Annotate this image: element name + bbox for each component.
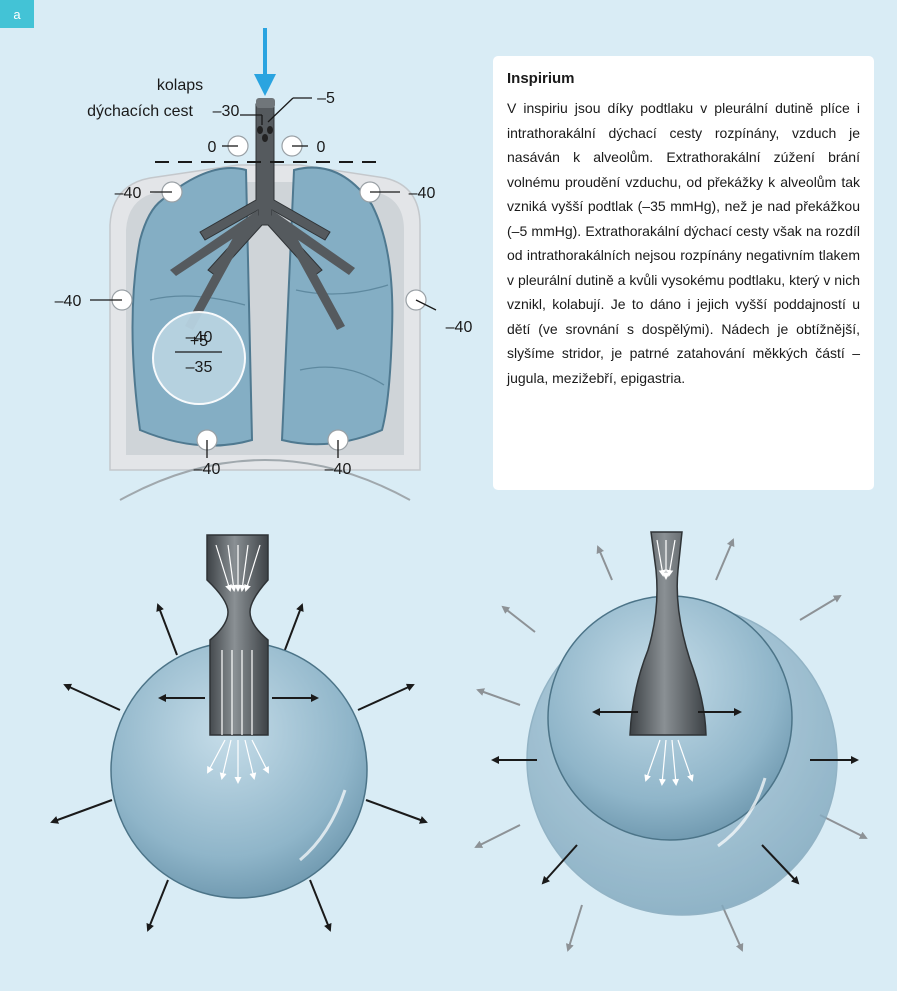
balloon-model-left bbox=[52, 535, 426, 930]
pressure-trachea-right: –5 bbox=[317, 90, 335, 107]
pressure-pleura-mid-right: –40 bbox=[446, 319, 473, 336]
explanation-box: Inspirium V inspiriu jsou díky podtlaku … bbox=[493, 56, 874, 490]
calc-value-3: –35 bbox=[186, 359, 213, 376]
pressure-pleura-mid-left: –40 bbox=[55, 293, 82, 310]
explanation-title: Inspirium bbox=[507, 68, 860, 90]
pressure-pleura-top-left: –40 bbox=[115, 185, 142, 202]
calc-bubble bbox=[153, 312, 245, 404]
pressure-bottom-right: –40 bbox=[325, 461, 352, 478]
collapse-label-line1: kolaps bbox=[157, 77, 203, 94]
collapse-label-line2: dýchacích cest bbox=[87, 103, 193, 120]
balloon-model-right bbox=[476, 532, 866, 950]
pressure-bottom-left: –40 bbox=[194, 461, 221, 478]
explanation-body: V inspiriu jsou díky podtlaku v pleuráln… bbox=[507, 96, 860, 390]
pressure-outer-right: 0 bbox=[317, 139, 326, 156]
pressure-pleura-top-right: –40 bbox=[409, 185, 436, 202]
calc-value-2: +5 bbox=[190, 333, 208, 350]
pressure-trachea-left: –30 bbox=[213, 103, 240, 120]
pressure-outer-left: 0 bbox=[208, 139, 217, 156]
